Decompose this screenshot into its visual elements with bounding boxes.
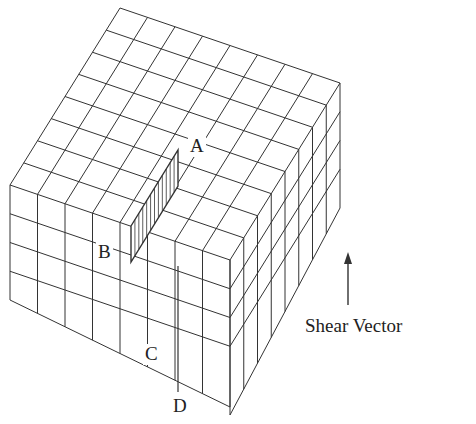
grid-line <box>175 241 176 380</box>
grid-line <box>230 208 340 415</box>
grid-line <box>106 30 326 105</box>
point-label: B <box>96 242 113 263</box>
point-label: D <box>171 396 189 417</box>
hatch-line <box>158 182 159 218</box>
grid-line <box>93 52 313 127</box>
hatch-line <box>142 207 143 243</box>
grid-line <box>285 172 286 312</box>
step-face <box>131 150 178 262</box>
point-label: Shear Vector <box>303 316 404 337</box>
hatch-line <box>138 213 139 249</box>
grid-line <box>271 194 272 338</box>
grid-line <box>230 112 340 289</box>
point-label: C <box>143 344 160 365</box>
hatch-line <box>134 220 135 256</box>
shear-arrow <box>347 262 348 305</box>
grid-line <box>175 64 285 241</box>
grid-line <box>298 149 299 285</box>
grid-line <box>243 238 244 389</box>
grid-line <box>340 83 341 208</box>
grid-line <box>257 216 258 364</box>
arrow-head <box>344 252 352 264</box>
grid-line <box>230 260 231 415</box>
grid-line <box>65 204 66 327</box>
hatch-line <box>162 175 163 211</box>
grid-line <box>92 213 93 340</box>
point-label: A <box>188 136 206 157</box>
grid-line <box>202 251 203 394</box>
grid-line <box>326 105 327 234</box>
hatch-line <box>154 188 155 224</box>
hatch-line <box>146 201 147 237</box>
grid-line <box>10 300 230 407</box>
grid-line <box>230 141 340 318</box>
grid-line <box>312 127 313 260</box>
grid-line <box>10 243 230 318</box>
grid-line <box>10 271 230 346</box>
hatch-line <box>150 194 151 230</box>
grid-line <box>37 194 38 313</box>
hatch-line <box>174 156 175 192</box>
grid-line <box>10 214 230 289</box>
dislocation-line <box>177 266 178 392</box>
hatch-line <box>170 163 171 199</box>
hatch-line <box>166 169 167 205</box>
grid-line <box>120 8 340 83</box>
grid-line <box>120 223 121 354</box>
